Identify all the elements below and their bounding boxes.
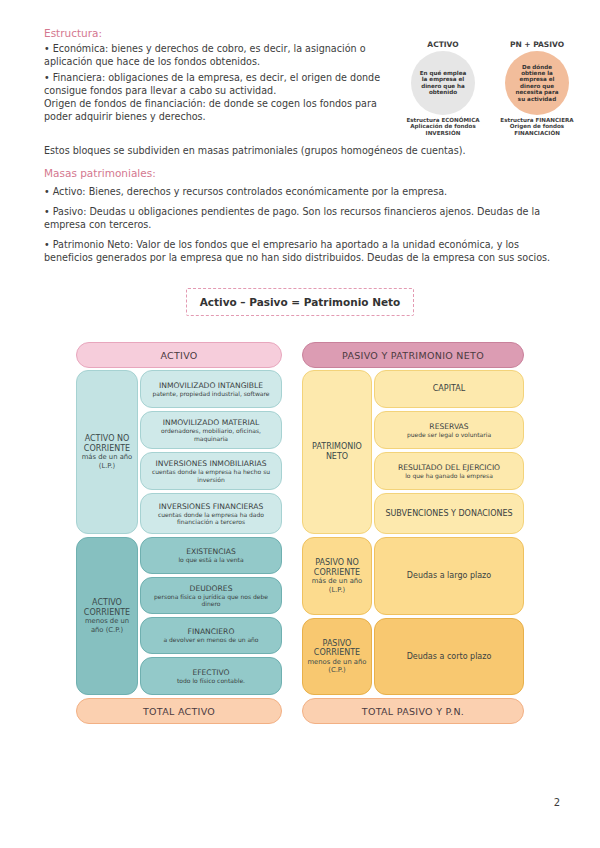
body-paragraph: Estos bloques se subdividen en masas pat… xyxy=(44,145,556,158)
account-box: INMOVILIZADO MATERIALordenadores, mobili… xyxy=(140,411,282,449)
section-heading: Masas patrimoniales: xyxy=(44,166,344,180)
card-caption: Estructura ECONÓMICA Aplicación de fondo… xyxy=(400,117,486,136)
account-note: ordenadores, mobiliario, oficinas, maqui… xyxy=(145,427,277,441)
account-note: persona física o jurídica que nos debe d… xyxy=(145,593,277,607)
account-note: a devolver en menos de un año xyxy=(163,636,258,643)
group-title: PATRIMONIO NETO xyxy=(307,442,367,461)
account-title: RESERVAS xyxy=(429,422,468,431)
account-title: SUBVENCIONES Y DONACIONES xyxy=(385,509,512,519)
account-box: Deudas a corto plazo xyxy=(374,618,524,695)
header-text: PASIVO Y PATRIMONIO NETO xyxy=(342,350,484,361)
account-note: patente, propiedad industrial, software xyxy=(153,390,270,397)
account-title: FINANCIERO xyxy=(188,627,235,636)
account-box: INVERSIONES FINANCIERAScuentas donde la … xyxy=(140,493,282,534)
body-paragraph: • Pasivo: Deudas u obligaciones pendient… xyxy=(44,206,556,232)
illustration-card: ACTIVO En qué emplea la empresa el dinero… xyxy=(396,36,490,140)
account-note: cuentas donde la empresa ha hecho su inv… xyxy=(145,468,277,482)
header-text: ACTIVO xyxy=(160,350,197,361)
card-heading: PN + PASIVO xyxy=(510,40,564,49)
account-note: puede ser legal o voluntaria xyxy=(407,431,491,438)
group-note: más de un año (L.P.) xyxy=(307,577,367,593)
body-paragraph: Origen de fondos de financiación: de don… xyxy=(44,98,394,124)
group-note: menos de un año (C.P.) xyxy=(81,617,133,633)
page-number: 2 xyxy=(540,796,560,810)
total-bar: TOTAL ACTIVO xyxy=(76,698,282,724)
account-title: CAPITAL xyxy=(433,384,465,394)
group-box: ACTIVO CORRIENTEmenos de un año (C.P.) xyxy=(76,537,138,695)
account-title: RESULTADO DEL EJERCICIO xyxy=(398,463,500,472)
account-box: RESERVASpuede ser legal o voluntaria xyxy=(374,411,524,449)
column-header: PASIVO Y PATRIMONIO NETO xyxy=(302,342,524,368)
group-box: PATRIMONIO NETO xyxy=(302,370,372,534)
account-note: todo lo físico contable. xyxy=(177,677,245,684)
account-title: INMOVILIZADO MATERIAL xyxy=(163,418,259,427)
group-note: más de un año (L.P.) xyxy=(81,453,133,469)
account-box: Deudas a largo plazo xyxy=(374,537,524,615)
account-title: INVERSIONES FINANCIERAS xyxy=(159,502,263,511)
card-caption: Estructura FINANCIERA Origen de fondos F… xyxy=(494,117,580,136)
account-title: Deudas a largo plazo xyxy=(407,571,491,581)
illustration-card: PN + PASIVO De dónde obtiene la empresa e… xyxy=(490,36,584,140)
formula-text: Activo – Pasivo = Patrimonio Neto xyxy=(200,296,401,308)
account-note: lo que está a la venta xyxy=(178,556,243,563)
body-paragraph: • Activo: Bienes, derechos y recursos co… xyxy=(44,186,556,199)
account-box: DEUDORESpersona física o jurídica que no… xyxy=(140,577,282,614)
account-box: CAPITAL xyxy=(374,370,524,408)
account-box: INVERSIONES INMOBILIARIAScuentas donde l… xyxy=(140,452,282,490)
account-title: EXISTENCIAS xyxy=(186,547,236,556)
account-note: cuentas donde la empresa ha dado financi… xyxy=(145,511,277,525)
column-header: ACTIVO xyxy=(76,342,282,368)
header-text: TOTAL ACTIVO xyxy=(143,706,215,717)
account-box: SUBVENCIONES Y DONACIONES xyxy=(374,493,524,534)
body-paragraph: • Económica: bienes y derechos de cobro,… xyxy=(44,43,394,69)
account-box: FINANCIEROa devolver en menos de un año xyxy=(140,617,282,654)
section-heading: Estructura: xyxy=(44,26,344,40)
group-box: ACTIVO NO CORRIENTEmás de un año (L.P.) xyxy=(76,370,138,534)
group-box: PASIVO NO CORRIENTEmás de un año (L.P.) xyxy=(302,537,372,615)
formula-box: Activo – Pasivo = Patrimonio Neto xyxy=(186,288,414,316)
group-box: PASIVO CORRIENTEmenos de un año (C.P.) xyxy=(302,618,372,695)
circle-text: De dónde obtiene la empresa el dinero qu… xyxy=(505,51,569,115)
account-box: INMOVILIZADO INTANGIBLEpatente, propieda… xyxy=(140,370,282,408)
group-note: menos de un año (C.P.) xyxy=(307,658,367,674)
body-paragraph: • Financiera: obligaciones de la empresa… xyxy=(44,72,394,98)
account-box: EXISTENCIASlo que está a la venta xyxy=(140,537,282,574)
group-title: PASIVO CORRIENTE xyxy=(307,639,367,658)
header-text: TOTAL PASIVO Y P.N. xyxy=(362,706,464,717)
account-title: INMOVILIZADO INTANGIBLE xyxy=(159,381,263,390)
account-title: DEUDORES xyxy=(190,584,233,593)
total-bar: TOTAL PASIVO Y P.N. xyxy=(302,698,524,724)
group-title: PASIVO NO CORRIENTE xyxy=(307,558,367,577)
account-title: Deudas a corto plazo xyxy=(407,652,492,662)
group-title: ACTIVO NO CORRIENTE xyxy=(81,434,133,453)
group-title: ACTIVO CORRIENTE xyxy=(81,598,133,617)
account-note: lo que ha ganado la empresa xyxy=(405,472,493,479)
circle-text: En qué emplea la empresa el dinero que h… xyxy=(411,51,475,115)
account-title: EFECTIVO xyxy=(192,668,229,677)
account-box: RESULTADO DEL EJERCICIOlo que ha ganado … xyxy=(374,452,524,490)
card-heading: ACTIVO xyxy=(427,40,458,49)
account-title: INVERSIONES INMOBILIARIAS xyxy=(155,459,266,468)
account-box: EFECTIVOtodo lo físico contable. xyxy=(140,657,282,695)
body-paragraph: • Patrimonio Neto: Valor de los fondos q… xyxy=(44,239,556,265)
